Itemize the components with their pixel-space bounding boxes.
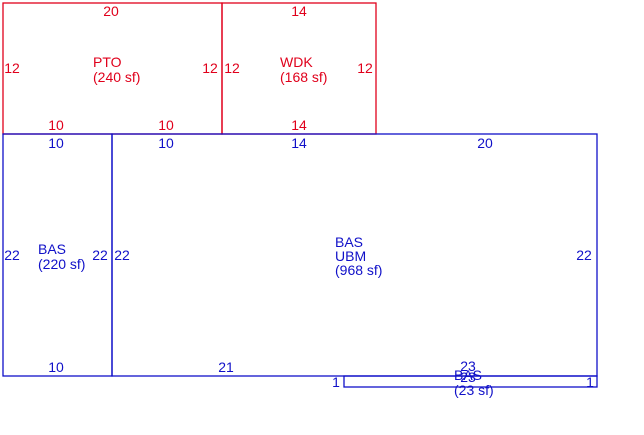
bas-left-right-dim: 22 [92, 247, 108, 263]
wdk-left-dim: 12 [224, 60, 240, 76]
bas-left-bottom-dim: 10 [48, 359, 64, 375]
pto-left-dim: 12 [4, 60, 20, 76]
wdk-right-dim: 12 [357, 60, 373, 76]
bas-left-left-dim: 22 [4, 247, 20, 263]
pto-right-dim: 12 [202, 60, 218, 76]
bas-left-area: (220 sf) [38, 256, 85, 272]
bas-small-right-dim: 1 [586, 374, 594, 390]
wdk-code: WDK [280, 54, 313, 70]
bas-left-top-dim: 10 [48, 135, 64, 151]
wdk-bottom-dim: 14 [291, 117, 307, 133]
bas-main-right-dim: 22 [576, 247, 592, 263]
pto-bottom-dim-b: 10 [158, 117, 174, 133]
bas-small-outline [343, 375, 598, 388]
bas-small-bottom-dim: 23 [460, 369, 476, 385]
bas-small-top-dim: 23 [460, 358, 476, 374]
pto-area: (240 sf) [93, 69, 140, 85]
bas-main-top-dim-c: 20 [477, 135, 493, 151]
pto-code: PTO [93, 54, 122, 70]
bas-small-area: (23 sf) [454, 382, 494, 398]
bas-main-code: BAS [335, 234, 363, 250]
bas-main-left-dim: 22 [114, 247, 130, 263]
bas-small-left-dim: 1 [332, 374, 340, 390]
bas-main-area: (968 sf) [335, 262, 382, 278]
bas-left-code: BAS [38, 241, 66, 257]
pto-bottom-dim-a: 10 [48, 117, 64, 133]
bas-main-code2: UBM [335, 248, 366, 264]
wdk-area: (168 sf) [280, 69, 327, 85]
wdk-top-dim: 14 [291, 3, 307, 19]
bas-main-top-dim-a: 10 [158, 135, 174, 151]
bas-small-code: BAS [454, 367, 482, 383]
bas-main-top-dim-b: 14 [291, 135, 307, 151]
pto-top-dim: 20 [103, 3, 119, 19]
bas-main-bottom-dim: 21 [218, 359, 234, 375]
